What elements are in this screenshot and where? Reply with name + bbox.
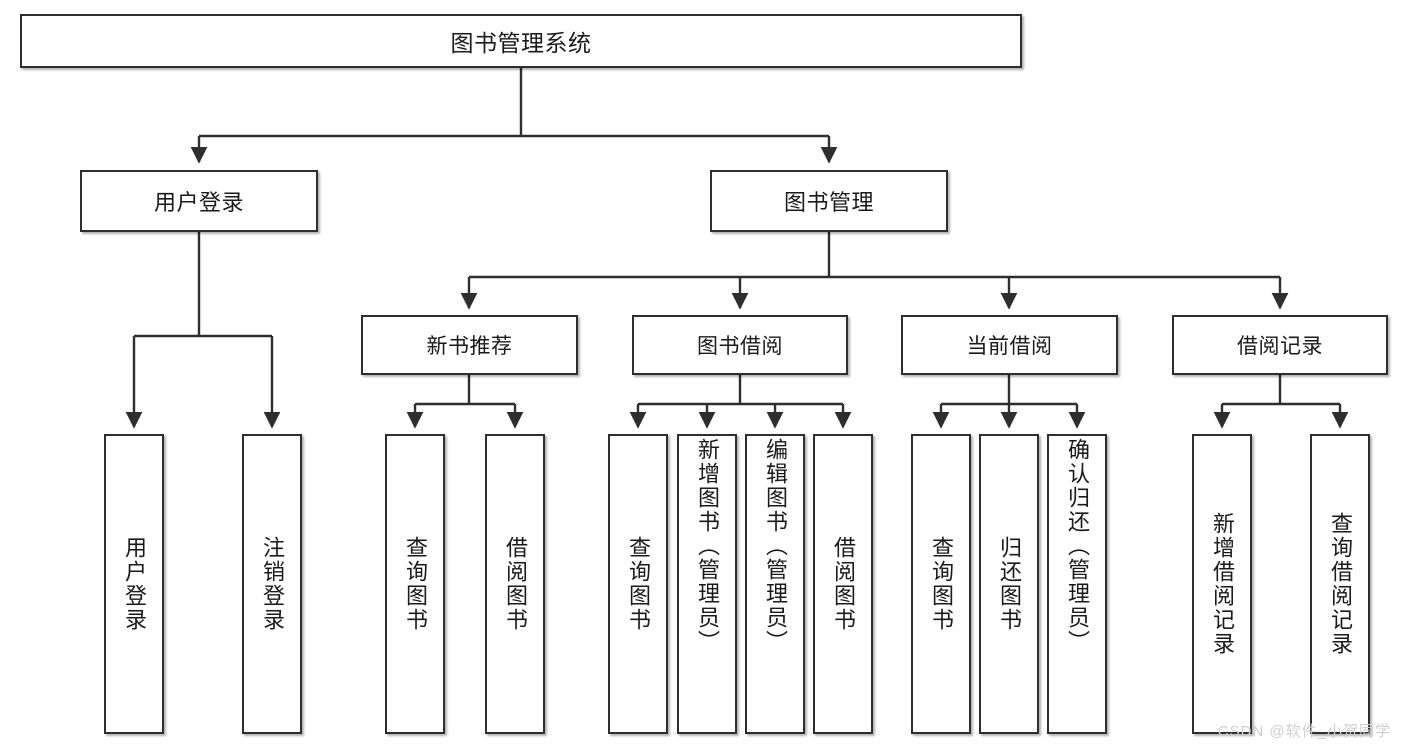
leaf-current-query-book[interactable]: 查询图书 xyxy=(911,434,971,734)
leaf-user-logout[interactable]: 注销登录 xyxy=(242,434,302,734)
node-label: 图书管理系统 xyxy=(450,30,592,56)
leaf-borrow-add-book-admin[interactable]: 新增图书（管理员） xyxy=(677,434,737,734)
leaf-borrow-borrow-book[interactable]: 借阅图书 xyxy=(813,434,873,734)
node-label: 借阅图书 xyxy=(830,536,856,632)
node-root-system[interactable]: 图书管理系统 xyxy=(20,14,1022,68)
node-current-borrow[interactable]: 当前借阅 xyxy=(901,315,1118,375)
leaf-borrow-query-book[interactable]: 查询图书 xyxy=(608,434,668,734)
node-label: 查询借阅记录 xyxy=(1327,512,1353,656)
leaf-current-confirm-return-admin[interactable]: 确认归还（管理员） xyxy=(1047,434,1107,734)
node-label: 新书推荐 xyxy=(426,335,513,358)
leaf-borrow-edit-book-admin[interactable]: 编辑图书（管理员） xyxy=(745,434,805,734)
node-label: 借阅记录 xyxy=(1237,335,1323,358)
node-borrow-record[interactable]: 借阅记录 xyxy=(1172,315,1388,375)
leaf-newbook-borrow-book[interactable]: 借阅图书 xyxy=(485,434,545,734)
node-label: 注销登录 xyxy=(259,536,285,632)
node-label: 查询图书 xyxy=(928,536,954,632)
node-label: 编辑图书（管理员） xyxy=(762,438,788,654)
node-label: 查询图书 xyxy=(402,536,428,632)
leaf-user-login[interactable]: 用户登录 xyxy=(104,434,164,734)
node-user-login[interactable]: 用户登录 xyxy=(80,170,318,232)
leaf-newbook-query-book[interactable]: 查询图书 xyxy=(385,434,445,734)
node-label: 当前借阅 xyxy=(966,335,1053,358)
node-book-borrow[interactable]: 图书借阅 xyxy=(632,315,848,375)
node-label: 新增借阅记录 xyxy=(1209,512,1235,656)
node-label: 用户登录 xyxy=(121,536,147,632)
leaf-record-add-record[interactable]: 新增借阅记录 xyxy=(1192,434,1252,734)
node-label: 图书管理 xyxy=(783,190,874,215)
node-label: 归还图书 xyxy=(996,536,1022,632)
node-label: 新增图书（管理员） xyxy=(694,438,720,654)
leaf-current-return-book[interactable]: 归还图书 xyxy=(979,434,1039,734)
node-label: 用户登录 xyxy=(153,190,244,215)
node-label: 确认归还（管理员） xyxy=(1064,438,1090,654)
leaf-record-query-record[interactable]: 查询借阅记录 xyxy=(1310,434,1370,734)
node-label: 图书借阅 xyxy=(697,335,783,358)
node-new-book-recommend[interactable]: 新书推荐 xyxy=(361,315,578,375)
node-label: 借阅图书 xyxy=(502,536,528,632)
watermark: CSDN @软件_小贺同学 xyxy=(1217,723,1391,740)
node-book-management[interactable]: 图书管理 xyxy=(710,170,948,232)
node-label: 查询图书 xyxy=(625,536,651,632)
